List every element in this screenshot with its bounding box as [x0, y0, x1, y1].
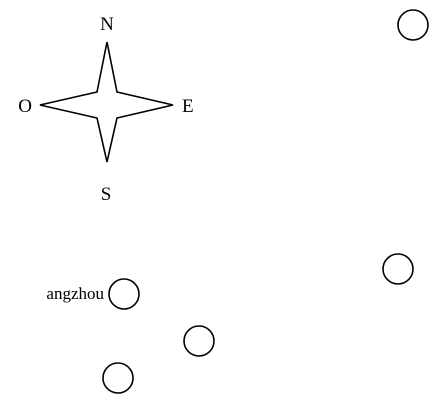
place-label: angzhou [46, 284, 104, 303]
compass-west-label: O [18, 96, 32, 117]
compass-east-label: E [182, 96, 194, 117]
location-marker[interactable] [108, 278, 140, 310]
location-marker[interactable] [183, 325, 215, 357]
compass-south-label: S [101, 184, 112, 205]
location-marker[interactable] [397, 9, 429, 41]
location-marker[interactable] [102, 362, 134, 394]
compass-rose: N E S O [18, 14, 193, 205]
compass-star-icon [39, 41, 174, 163]
location-marker[interactable] [382, 253, 414, 285]
compass-north-label: N [100, 14, 114, 35]
